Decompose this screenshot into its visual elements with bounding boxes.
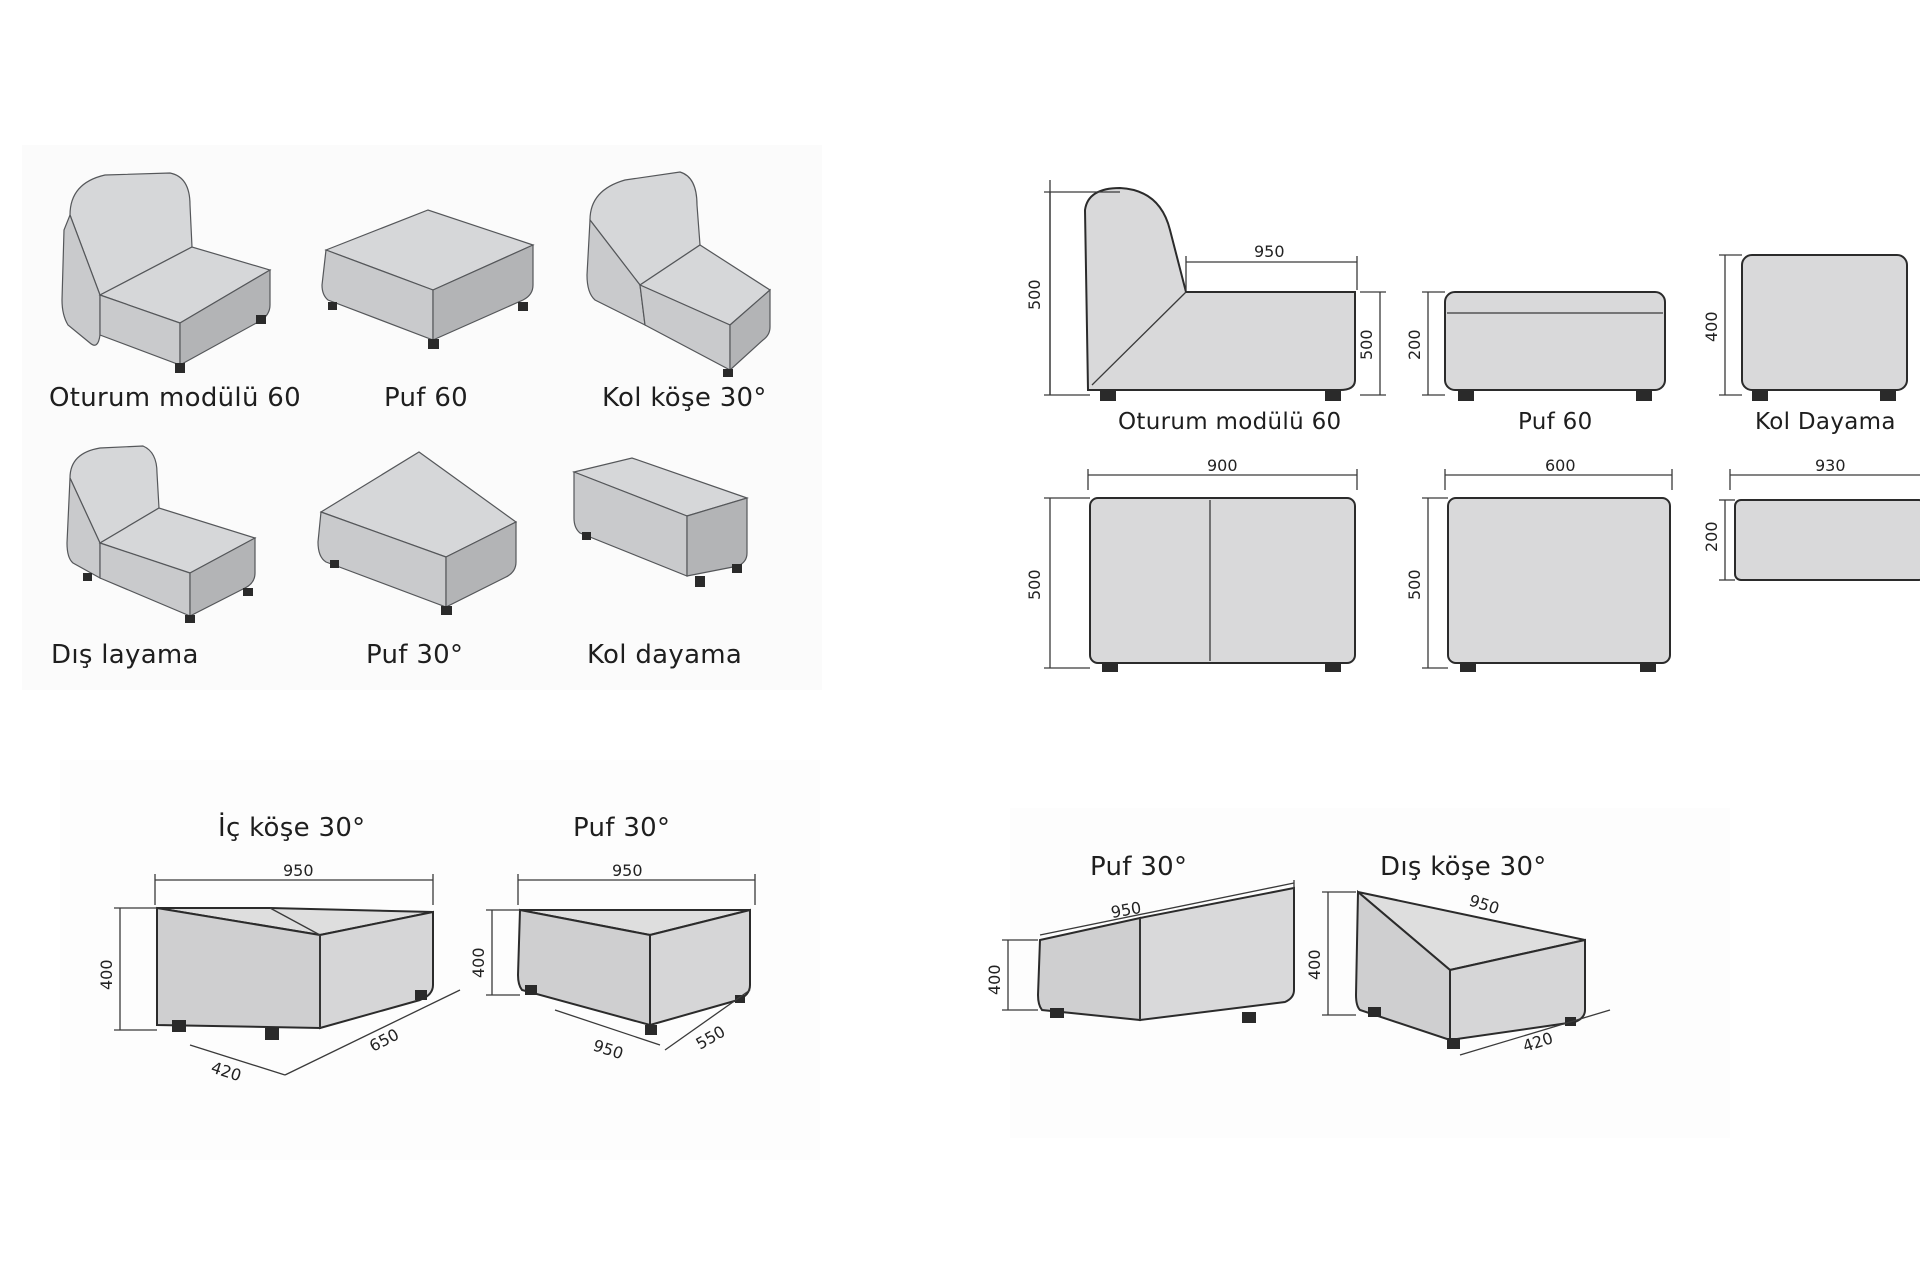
catalog-label-oturum-modulu-60: Oturum modülü 60 <box>49 383 301 413</box>
plan-puf-60: 600 500 <box>1405 456 1673 672</box>
ic-kose-30-drawing: 950 400 420 650 <box>97 861 461 1086</box>
render-kol-dayama <box>572 457 749 587</box>
title-puf-30-right: Puf 30° <box>1090 852 1188 882</box>
dim-koldayama-height: 400 <box>1702 311 1721 342</box>
catalog-label-kol-dayama: Kol dayama <box>587 640 743 670</box>
dim-ickose-depth-a: 420 <box>209 1058 244 1086</box>
render-puf-60 <box>321 209 535 349</box>
dim-puf30r-height: 400 <box>985 964 1004 995</box>
dim-ickose-height: 400 <box>97 959 116 990</box>
dim-diskose-width: 950 <box>1467 891 1502 919</box>
title-dis-kose-30: Dış köşe 30° <box>1380 852 1547 882</box>
plan-oturum-modulu-60: 900 500 <box>1025 456 1358 672</box>
plan-kol-dayama: 930 200 <box>1702 456 1920 581</box>
elevation-label-oturum-modulu-60: Oturum modülü 60 <box>1118 409 1342 435</box>
elevation-puf-60: 200 <box>1405 291 1666 401</box>
dim-diskose-height: 400 <box>1305 949 1324 980</box>
dim-oturum-plan-depth: 500 <box>1025 569 1044 600</box>
puf-30-right-drawing: 950 400 <box>985 880 1295 1023</box>
render-puf-30 <box>317 451 518 615</box>
catalog-label-puf-60: Puf 60 <box>384 383 469 413</box>
render-dis-layama <box>66 445 257 623</box>
dim-diskose-depth: 420 <box>1520 1028 1555 1056</box>
render-oturum-modulu-60 <box>61 172 272 373</box>
dim-puf60-plan-depth: 500 <box>1405 569 1424 600</box>
elevation-kol-dayama: 400 <box>1702 254 1908 401</box>
dim-puf60-width: 600 <box>1545 456 1576 475</box>
dim-puf60-height: 200 <box>1405 329 1424 360</box>
elevation-label-kol-dayama: Kol Dayama <box>1755 409 1896 435</box>
dim-puf30l-height: 400 <box>469 947 488 978</box>
dim-ickose-width: 950 <box>283 861 314 880</box>
dim-koldayama-width: 930 <box>1815 456 1846 475</box>
dim-oturum-height: 500 <box>1025 279 1044 310</box>
title-puf-30-left: Puf 30° <box>573 813 671 843</box>
title-ic-kose-30: İç köşe 30° <box>218 813 366 843</box>
dim-oturum-width: 900 <box>1207 456 1238 475</box>
catalog-label-puf-30: Puf 30° <box>366 640 464 670</box>
catalog-label-dis-layama: Dış layama <box>51 640 199 670</box>
render-kol-kose-30 <box>586 171 771 377</box>
dim-koldayama-plan-depth: 200 <box>1702 521 1721 552</box>
dim-oturum-seat: 500 <box>1357 329 1376 360</box>
elevation-label-puf-60: Puf 60 <box>1518 409 1593 435</box>
dim-ickose-depth-b: 650 <box>366 1025 402 1056</box>
catalog-label-kol-kose-30: Kol köşe 30° <box>602 383 767 413</box>
dis-kose-30-drawing: 950 400 420 <box>1305 889 1611 1056</box>
elevations-drawing: 500 950 500 200 400 900 500 <box>1025 180 1920 672</box>
puf-30-left-drawing: 950 400 950 550 <box>469 861 756 1064</box>
dim-puf30l-depth-a: 950 <box>591 1036 626 1064</box>
dim-oturum-depth: 950 <box>1254 242 1285 261</box>
dim-puf30l-width: 950 <box>612 861 643 880</box>
elevation-oturum-modulu-60: 500 950 500 <box>1025 180 1386 401</box>
